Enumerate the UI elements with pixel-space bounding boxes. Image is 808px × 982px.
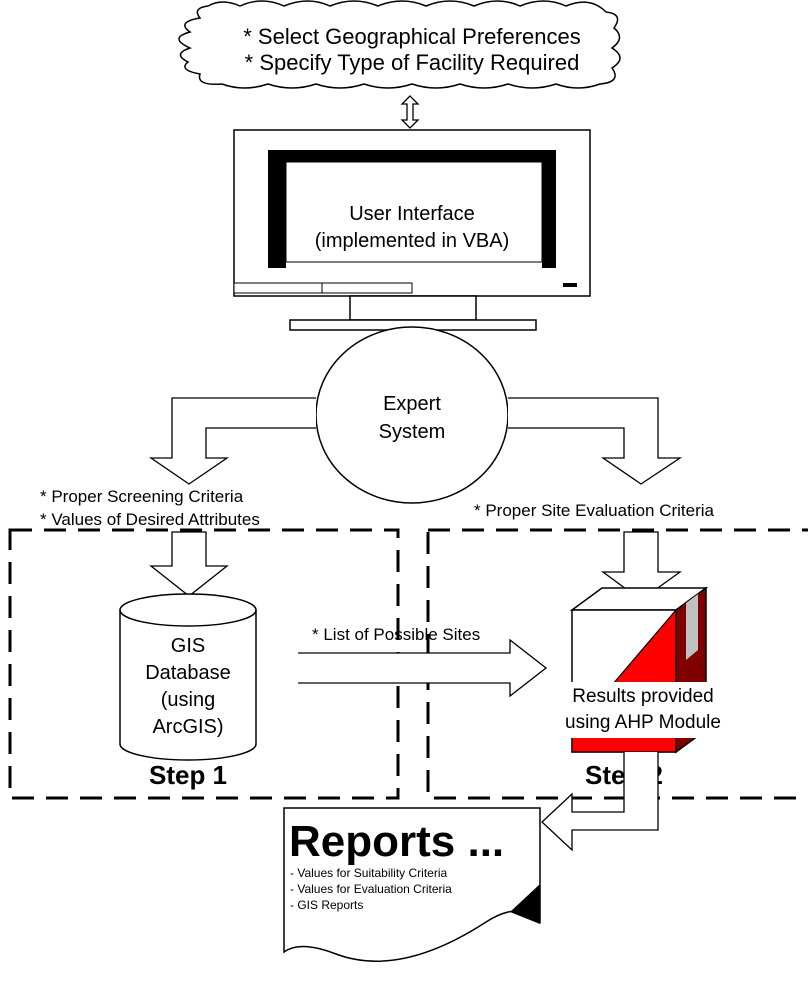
screening-criteria-line2: * Values of Desired Attributes — [40, 510, 260, 529]
screening-criteria-line1: * Proper Screening Criteria — [40, 487, 244, 506]
monitor-slot-left — [233, 282, 323, 294]
screen-shadow-left — [268, 150, 286, 268]
user-preferences-cloud: * Select Geographical Preferences * Spec… — [178, 0, 621, 89]
database-line4: ArcGIS) — [152, 716, 223, 738]
evaluation-criteria-label: * Proper Site Evaluation Criteria — [474, 501, 715, 520]
possible-sites-label: * List of Possible Sites — [312, 625, 480, 644]
arrow-into-ahp-module — [601, 531, 683, 601]
reports-page-fold — [510, 884, 540, 924]
ahp-module-box: Results provided using AHP Module — [532, 586, 754, 754]
ahp-results-line2: using AHP Module — [565, 712, 721, 733]
expert-system-ellipse — [315, 326, 509, 504]
cloud-text-line2: * Specify Type of Facility Required — [245, 50, 580, 75]
reports-item-2: - Values for Evaluation Criteria — [290, 882, 452, 896]
database-cylinder — [119, 610, 257, 761]
ahp-results-label-bg — [532, 682, 754, 738]
arrow-to-reports — [541, 752, 659, 852]
cloud-monitor-double-arrow — [400, 95, 420, 129]
ahp-results-line1: Results provided — [572, 686, 714, 707]
database-top — [119, 593, 257, 627]
database-line3: (using — [161, 689, 215, 711]
possible-sites-arrow: * List of Possible Sites — [298, 625, 548, 698]
arrow-into-database — [149, 531, 229, 597]
reports-item-3: - GIS Reports — [290, 898, 363, 912]
monitor-text-line1: User Interface — [349, 203, 475, 225]
step1-label: Step 1 — [149, 760, 227, 790]
expert-system-line2: System — [379, 421, 446, 443]
gis-database: GIS Database (using ArcGIS) — [119, 593, 257, 761]
step2-dashed-box — [426, 528, 808, 800]
monitor-slot-right — [321, 282, 413, 294]
cloud-text-line1: * Select Geographical Preferences — [243, 24, 581, 49]
screen-shadow-right — [542, 150, 556, 268]
monitor-text-line2: (implemented in VBA) — [315, 230, 510, 252]
ahp-box-side-stripe — [686, 594, 698, 660]
monitor-neck — [349, 295, 477, 321]
screen-shadow-top — [268, 150, 556, 162]
expert-system: Expert System — [315, 326, 509, 504]
arrow-to-evaluation — [508, 397, 683, 485]
reports-item-1: - Values for Suitability Criteria — [290, 866, 447, 880]
reports-document: Reports ... - Values for Suitability Cri… — [283, 807, 541, 962]
arrow-to-screening — [148, 397, 316, 485]
power-indicator — [563, 283, 577, 287]
monitor: User Interface (implemented in VBA) — [233, 129, 591, 331]
expert-system-line1: Expert — [383, 393, 441, 415]
database-line2: Database — [145, 662, 231, 684]
cloud-shape — [178, 0, 621, 89]
reports-title: Reports ... — [289, 817, 504, 866]
database-line1: GIS — [171, 635, 205, 657]
